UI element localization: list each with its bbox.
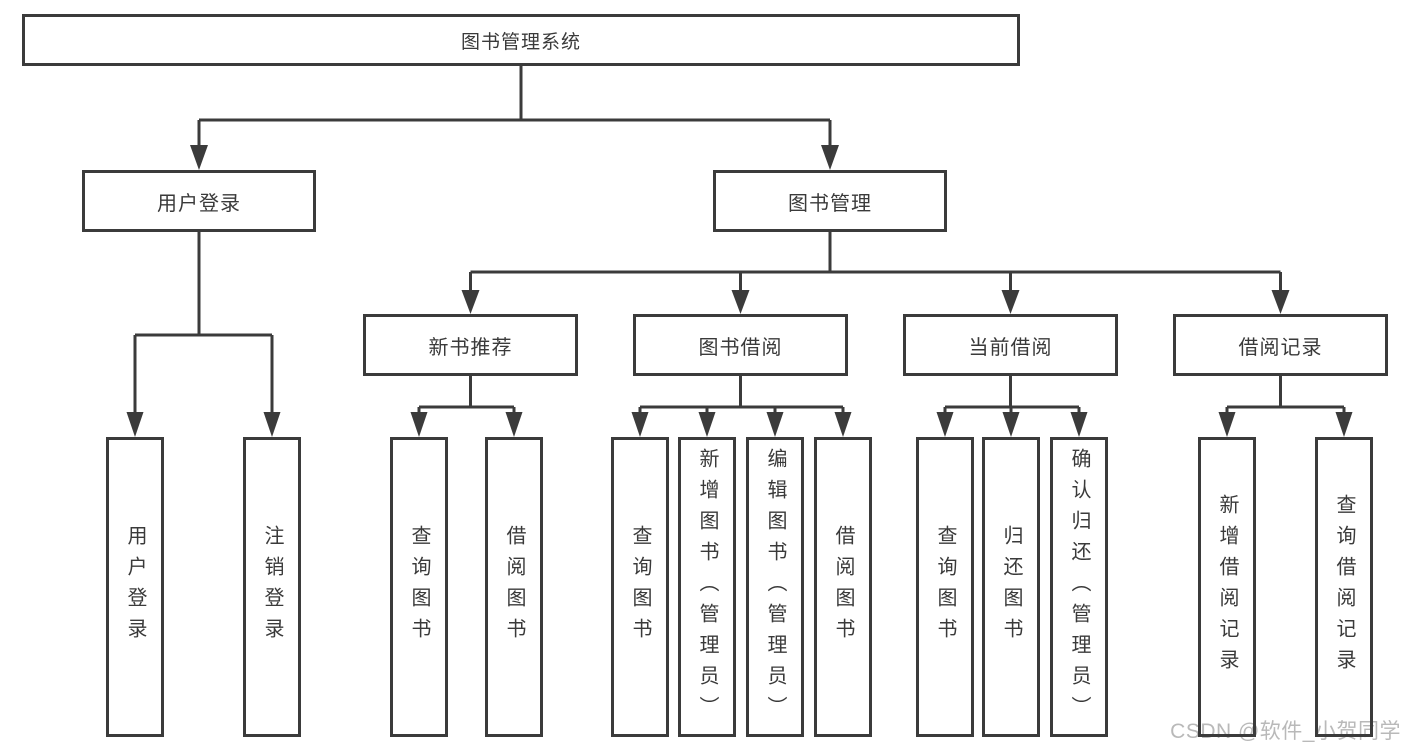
node-book-borrowing: 图书借阅: [633, 314, 848, 376]
node-query-books-recommend: 查询图书: [390, 437, 448, 737]
node-edit-books-admin: 编辑图书（管理员）: [746, 437, 804, 737]
node-new-book-recommendation: 新书推荐: [363, 314, 578, 376]
node-confirm-return-admin: 确认归还（管理员）: [1050, 437, 1108, 737]
node-book-management-system: 图书管理系统: [22, 14, 1020, 66]
node-query-books-current: 查询图书: [916, 437, 974, 737]
node-logout-login: 注销登录: [243, 437, 301, 737]
node-user-login-action: 用户登录: [106, 437, 164, 737]
node-add-borrow-record: 新增借阅记录: [1198, 437, 1256, 737]
node-borrow-books: 借阅图书: [814, 437, 872, 737]
node-user-login: 用户登录: [82, 170, 316, 232]
node-query-borrow-record: 查询借阅记录: [1315, 437, 1373, 737]
csdn-watermark: CSDN @软件_小贺同学: [1170, 720, 1401, 743]
node-borrow-books-recommend: 借阅图书: [485, 437, 543, 737]
node-book-management: 图书管理: [713, 170, 947, 232]
node-borrowing-records: 借阅记录: [1173, 314, 1388, 376]
node-query-books-borrow: 查询图书: [611, 437, 669, 737]
node-return-books: 归还图书: [982, 437, 1040, 737]
node-current-borrowing: 当前借阅: [903, 314, 1118, 376]
node-add-books-admin: 新增图书（管理员）: [678, 437, 736, 737]
